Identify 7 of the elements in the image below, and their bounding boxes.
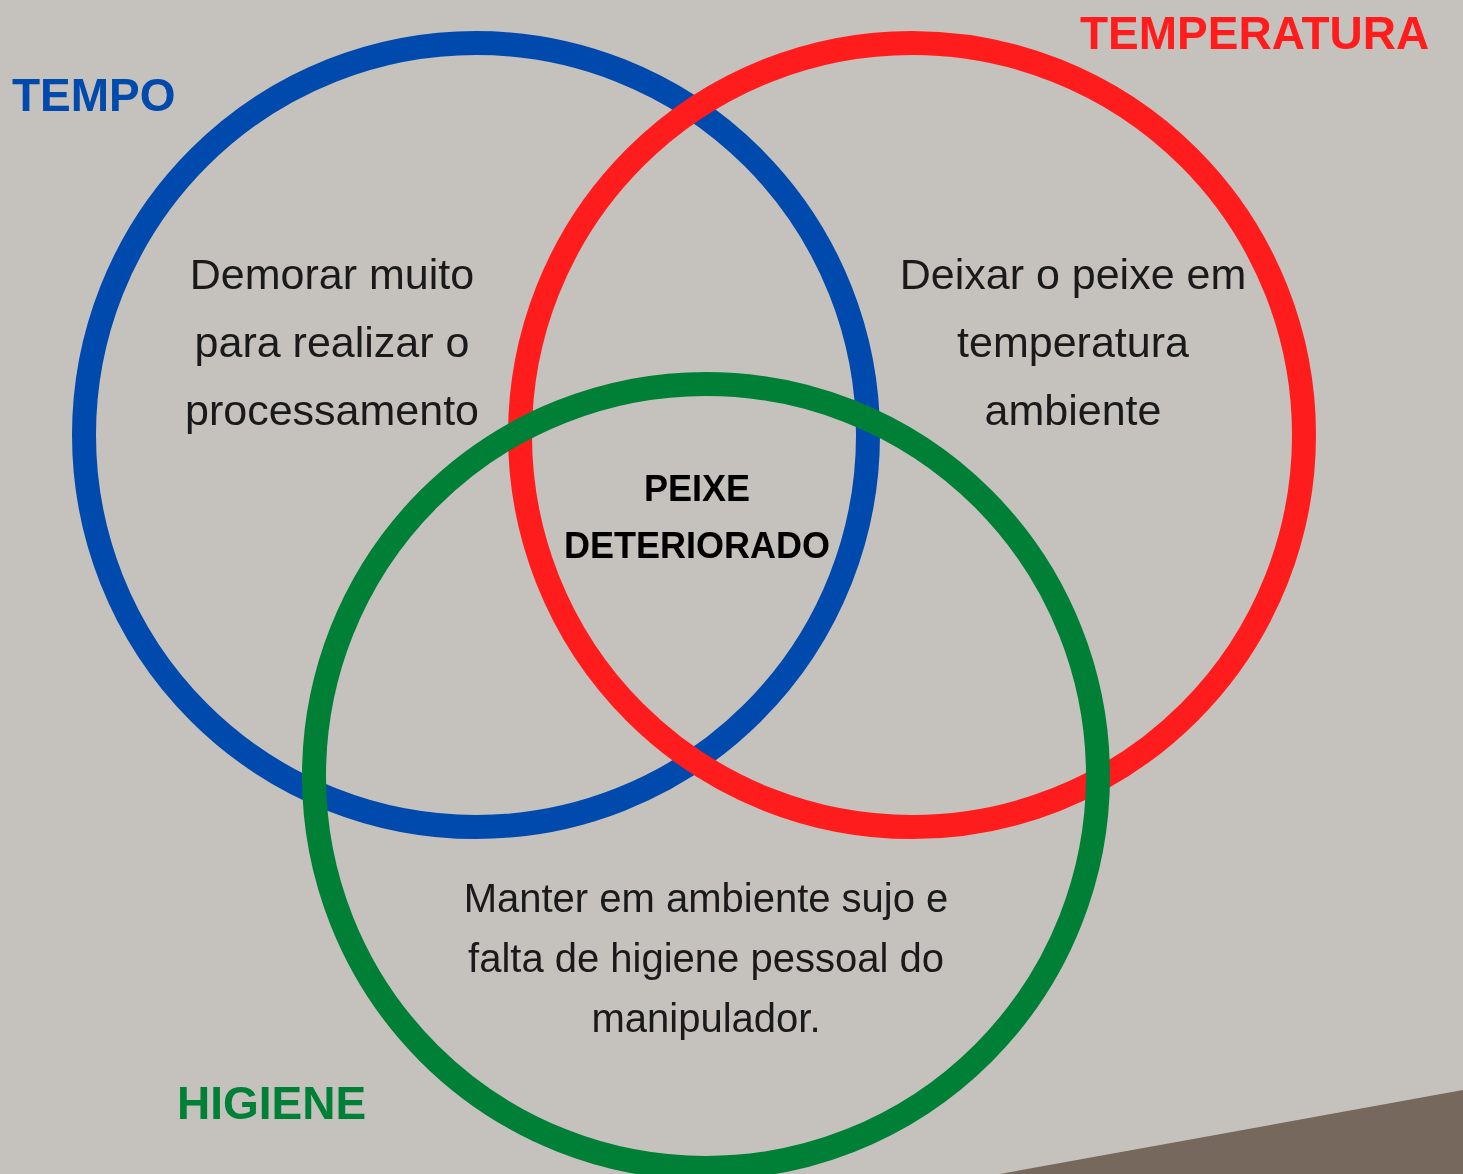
set-description: Manter em ambiente sujo e falta de higiene pessoal do manipulador.: [462, 875, 950, 1042]
set-title: HIGIENE: [177, 1080, 367, 1126]
intersection-label: PEIXE DETERIORADO: [563, 467, 831, 568]
set-title: TEMPERATURA: [1080, 10, 1430, 56]
set-description: Deixar o peixe em temperatura ambiente: [898, 249, 1248, 436]
set-title: TEMPO: [12, 72, 176, 118]
set-description: Demorar muito para realizar o processamento: [184, 249, 480, 436]
